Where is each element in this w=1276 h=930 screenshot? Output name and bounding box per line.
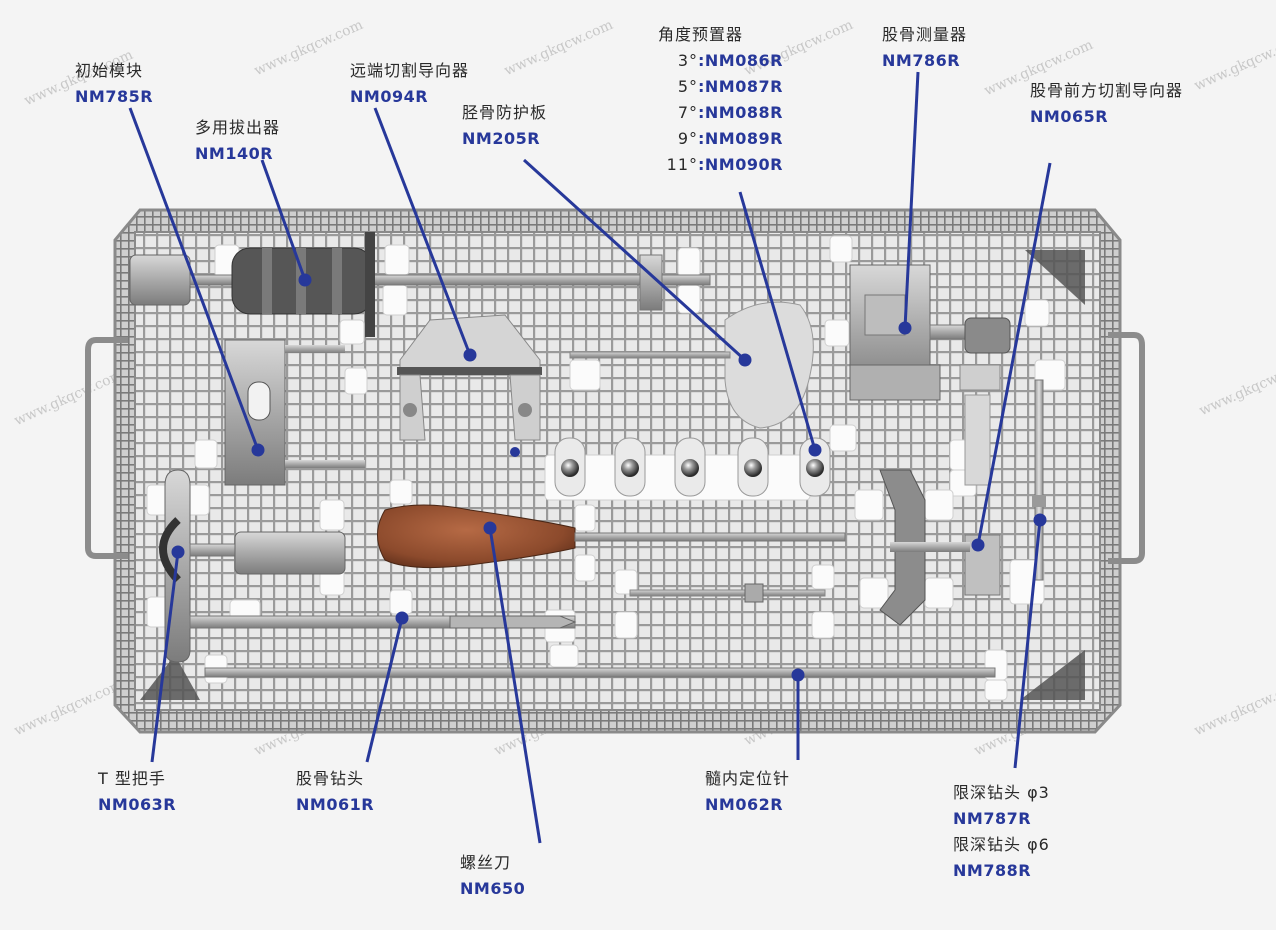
callout-code: NM063R — [98, 795, 177, 814]
distal-guide-legs — [399, 374, 541, 441]
leader-dot — [483, 521, 497, 535]
callout-code: NM065R — [1030, 107, 1109, 126]
callout-code: NM786R — [882, 51, 961, 70]
leader-dot — [251, 443, 265, 457]
t-handle-crossbar — [159, 517, 182, 583]
callout-tibial-protector: 胫骨防护板 NM205R — [462, 100, 547, 152]
angle-row: 5°:NM087R — [677, 77, 783, 96]
callout-name: 股骨前方切割导向器 — [1030, 81, 1184, 100]
extractor-shaft — [189, 274, 711, 286]
callout-code: NM787R — [953, 809, 1032, 828]
callout-name: 股骨测量器 — [882, 25, 968, 44]
angle-row: 11°:NM090R — [666, 155, 783, 174]
angle-row: 3°:NM086R — [677, 51, 783, 70]
callout-name: 角度预置器 — [658, 25, 744, 44]
leader-dot — [298, 273, 312, 287]
callout-code: NM094R — [350, 87, 429, 106]
anterior-guide-knob — [964, 317, 1011, 354]
callout-name: T 型把手 — [98, 769, 166, 788]
callout-code: NM650 — [460, 879, 526, 898]
angle-presetters — [554, 437, 831, 497]
callout-code: NM140R — [195, 144, 274, 163]
callout-name: 多用拔出器 — [195, 118, 281, 137]
tibial-protector — [724, 301, 814, 429]
leader-dot — [510, 447, 520, 457]
callout-name: 股骨钻头 — [296, 769, 365, 788]
callout-name: 初始模块 — [75, 61, 144, 80]
callout-name: 胫骨防护板 — [462, 103, 548, 122]
leader-dot — [171, 545, 185, 559]
callout-code: NM061R — [296, 795, 375, 814]
left-handle — [85, 337, 128, 559]
intramedullary-rod — [204, 667, 996, 678]
callout-name: 螺丝刀 — [460, 853, 512, 872]
angle-row: 7°:NM088R — [677, 103, 783, 122]
callout-initial-module: 初始模块 NM785R — [75, 58, 153, 110]
right-handle — [1108, 332, 1145, 564]
leader-dot — [971, 538, 985, 552]
callout-name: 髓内定位针 — [705, 769, 791, 788]
t-handle-chuck — [234, 531, 346, 575]
callout-multi-extractor: 多用拔出器 NM140R — [195, 115, 280, 167]
callout-femoral-sizer: 股骨测量器 NM786R — [882, 22, 967, 74]
angle-row: 9°:NM089R — [677, 129, 783, 148]
callout-femoral-drill: 股骨钻头 NM061R — [296, 766, 374, 818]
leader-dot — [463, 348, 477, 362]
callout-depth-drills: 限深钻头 φ3 NM787R 限深钻头 φ6 NM788R — [953, 780, 1050, 884]
leader-dot — [791, 668, 805, 682]
corner-bracket — [1020, 650, 1085, 700]
callout-name: 限深钻头 φ6 — [953, 835, 1050, 854]
leader-dot — [898, 321, 912, 335]
screwdriver-handle — [377, 504, 576, 569]
callout-code: NM062R — [705, 795, 784, 814]
callout-code: NM788R — [953, 861, 1032, 880]
screwdriver-shaft — [574, 532, 846, 542]
callout-t-handle: T 型把手 NM063R — [98, 766, 176, 818]
leader-dot — [808, 443, 822, 457]
callout-distal-cutting-guide: 远端切割导向器 NM094R — [350, 58, 469, 110]
callout-name: 远端切割导向器 — [350, 61, 470, 80]
leader-dot — [395, 611, 409, 625]
distal-guide-slot — [397, 367, 542, 375]
callout-name: 限深钻头 φ3 — [953, 783, 1050, 802]
callout-code: NM205R — [462, 129, 541, 148]
extractor-stop — [365, 232, 375, 337]
leader-dot — [738, 353, 752, 367]
callout-code: NM785R — [75, 87, 154, 106]
callout-femoral-anterior-guide: 股骨前方切割导向器 NM065R — [1030, 78, 1183, 130]
callout-screwdriver: 螺丝刀 NM650 — [460, 850, 525, 902]
corner-bracket — [140, 655, 200, 700]
corner-bracket — [1025, 250, 1085, 305]
depth-drill — [1034, 379, 1044, 581]
leader-dot — [1033, 513, 1047, 527]
callout-angle-presetter: 角度预置器 3°:NM086R 5°:NM087R 7°:NM088R 9°:N… — [652, 22, 783, 178]
callout-intramedullary-rod: 髓内定位针 NM062R — [705, 766, 790, 818]
